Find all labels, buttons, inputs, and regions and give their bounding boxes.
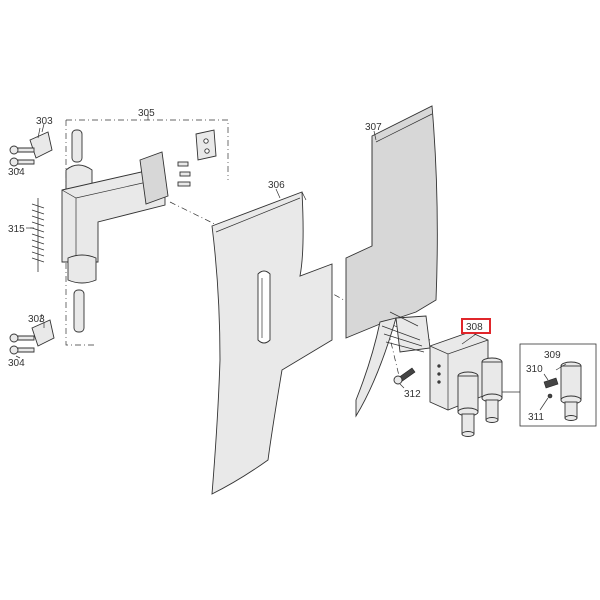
- callout-304-bottom: 304: [8, 358, 25, 369]
- screw-set-top-303-304: [9, 127, 53, 171]
- callout-306: 306: [268, 180, 285, 191]
- callout-307: 307: [365, 122, 382, 133]
- callout-309: 309: [544, 350, 561, 361]
- connector-block: [381, 311, 431, 385]
- callout-308-highlight: 308: [461, 318, 491, 345]
- leader-lines: [30, 114, 405, 389]
- callout-303-top: 303: [36, 116, 53, 127]
- highlight-box: [461, 318, 491, 334]
- callout-303-bottom: 303: [28, 314, 45, 325]
- nozzle-unit-308: [429, 331, 520, 437]
- callout-305: 305: [138, 108, 155, 119]
- panel-306: [211, 191, 333, 495]
- callout-310: 310: [526, 364, 543, 375]
- callout-311: 311: [528, 412, 544, 423]
- callout-312: 312: [404, 389, 421, 400]
- screw-set-bottom-303-304: [9, 313, 55, 359]
- callout-308: 308: [466, 322, 483, 333]
- spring-315: [26, 198, 45, 272]
- panel-307: [345, 105, 438, 418]
- callout-304-top: 304: [8, 167, 25, 178]
- hinge-arm-305: [61, 129, 217, 333]
- callout-315: 315: [8, 224, 25, 235]
- detail-inset: [519, 343, 597, 427]
